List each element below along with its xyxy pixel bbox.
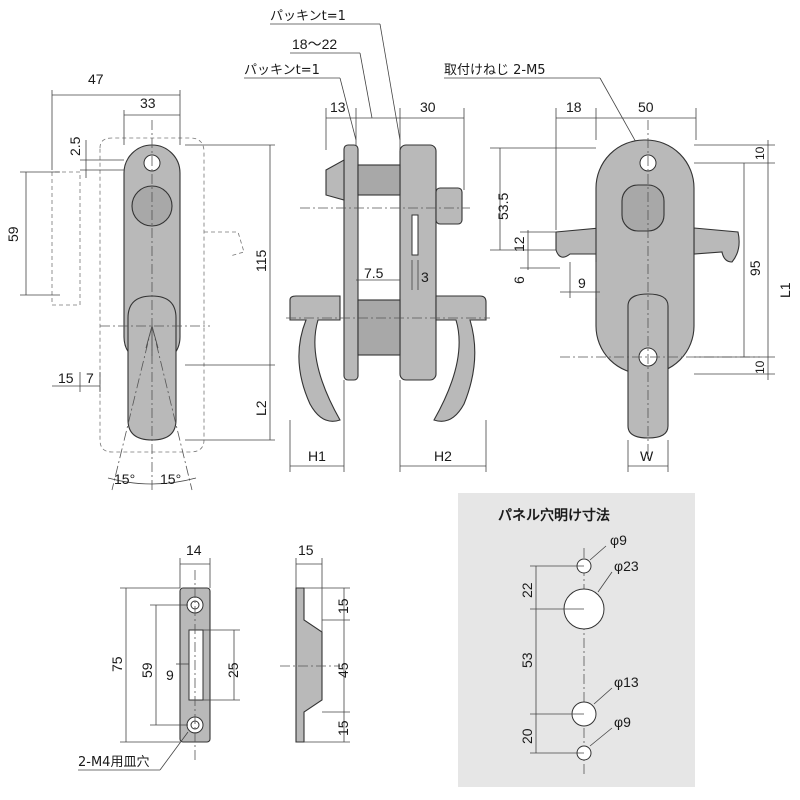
dim-95: 95 bbox=[747, 260, 763, 276]
dim-25: 25 bbox=[225, 662, 241, 678]
dim-9-strike: 9 bbox=[166, 667, 174, 683]
label-phi9-bottom: φ9 bbox=[614, 714, 631, 730]
angle-line-right bbox=[151, 325, 193, 491]
dim-10-top: 10 bbox=[753, 146, 767, 160]
handle-right bbox=[433, 295, 487, 422]
dim-15: 15 bbox=[58, 370, 74, 386]
label-18-22: 18～22 bbox=[292, 36, 337, 52]
dim-L1: L1 bbox=[777, 282, 793, 298]
strike-side-view: 15 15 45 15 bbox=[280, 542, 351, 743]
label-packing-top: パッキンt=1 bbox=[270, 9, 346, 24]
dim-12: 12 bbox=[511, 236, 527, 252]
dim-W: W bbox=[640, 448, 654, 464]
dim-45: 45 bbox=[335, 662, 351, 678]
dim-14: 14 bbox=[186, 542, 202, 558]
dim-2-5: 2.5 bbox=[67, 136, 83, 156]
strike-front-view: 14 75 59 9 25 2-M4用皿穴 bbox=[78, 542, 241, 771]
dim-30: 30 bbox=[420, 99, 436, 115]
angle-line-left bbox=[111, 325, 153, 491]
panel-title: パネル穴明け寸法 bbox=[498, 507, 610, 524]
latch-tip bbox=[325, 159, 345, 201]
dim-10-bottom: 10 bbox=[753, 360, 767, 374]
angle-15-right: 15° bbox=[160, 471, 181, 487]
dim-3: 3 bbox=[421, 269, 429, 285]
cam bbox=[621, 184, 665, 232]
strike-side-body bbox=[295, 587, 323, 743]
dim-7-5: 7.5 bbox=[364, 265, 384, 281]
label-phi13: φ13 bbox=[614, 674, 639, 690]
dim-59: 59 bbox=[5, 226, 21, 242]
arm-right bbox=[693, 227, 740, 263]
phantom-hook bbox=[204, 231, 245, 257]
dim-50: 50 bbox=[638, 99, 654, 115]
inner-plate bbox=[343, 144, 359, 381]
panel-cutout: パネル穴明け寸法 22 53 20 φ9 φ23 φ13 φ9 bbox=[458, 493, 695, 787]
handle-left bbox=[289, 295, 341, 422]
dim-L2: L2 bbox=[253, 400, 269, 416]
dim-22: 22 bbox=[519, 582, 535, 598]
dim-13: 13 bbox=[330, 99, 346, 115]
panel-background bbox=[458, 493, 695, 787]
side-view: パッキンt=1 18～22 パッキンt=1 13 30 bbox=[244, 9, 490, 472]
dim-75: 75 bbox=[109, 656, 125, 672]
label-m4-hole: 2-M4用皿穴 bbox=[78, 755, 149, 770]
strike-slot bbox=[188, 629, 204, 701]
dim-H2: H2 bbox=[434, 448, 452, 464]
dim-53: 53 bbox=[519, 652, 535, 668]
label-phi23: φ23 bbox=[614, 558, 639, 574]
label-phi9-top: φ9 bbox=[610, 532, 627, 548]
lock-nut bbox=[435, 187, 463, 225]
cam-shaft-upper bbox=[357, 164, 401, 196]
angle-15-left: 15° bbox=[114, 471, 135, 487]
dim-15-a: 15 bbox=[335, 598, 351, 614]
dim-15-b: 15 bbox=[335, 720, 351, 736]
slot bbox=[411, 214, 419, 256]
dim-53-5: 53.5 bbox=[495, 193, 511, 220]
dim-9: 9 bbox=[578, 275, 586, 291]
dim-20: 20 bbox=[519, 728, 535, 744]
label-mount-screw: 取付けねじ 2-M5 bbox=[444, 63, 546, 78]
dim-33: 33 bbox=[140, 95, 156, 111]
dim-6: 6 bbox=[511, 276, 527, 284]
dim-7: 7 bbox=[86, 370, 94, 386]
phantom-frame bbox=[51, 171, 81, 306]
angle-arc bbox=[107, 477, 197, 485]
cam-shaft-lower bbox=[357, 299, 401, 356]
front-view: 47 33 2.5 59 115 15 7 L2 15° 15° bbox=[5, 71, 275, 491]
back-view: 取付けねじ 2-M5 18 50 53.5 12 6 9 bbox=[444, 63, 793, 472]
dim-15-top: 15 bbox=[298, 542, 314, 558]
label-packing-mid: パッキンt=1 bbox=[244, 63, 320, 78]
dim-H1: H1 bbox=[308, 448, 326, 464]
dim-115: 115 bbox=[253, 249, 269, 272]
arm-left bbox=[555, 227, 601, 258]
dim-47: 47 bbox=[88, 71, 104, 87]
dim-59-strike: 59 bbox=[139, 662, 155, 678]
dim-18: 18 bbox=[566, 99, 582, 115]
